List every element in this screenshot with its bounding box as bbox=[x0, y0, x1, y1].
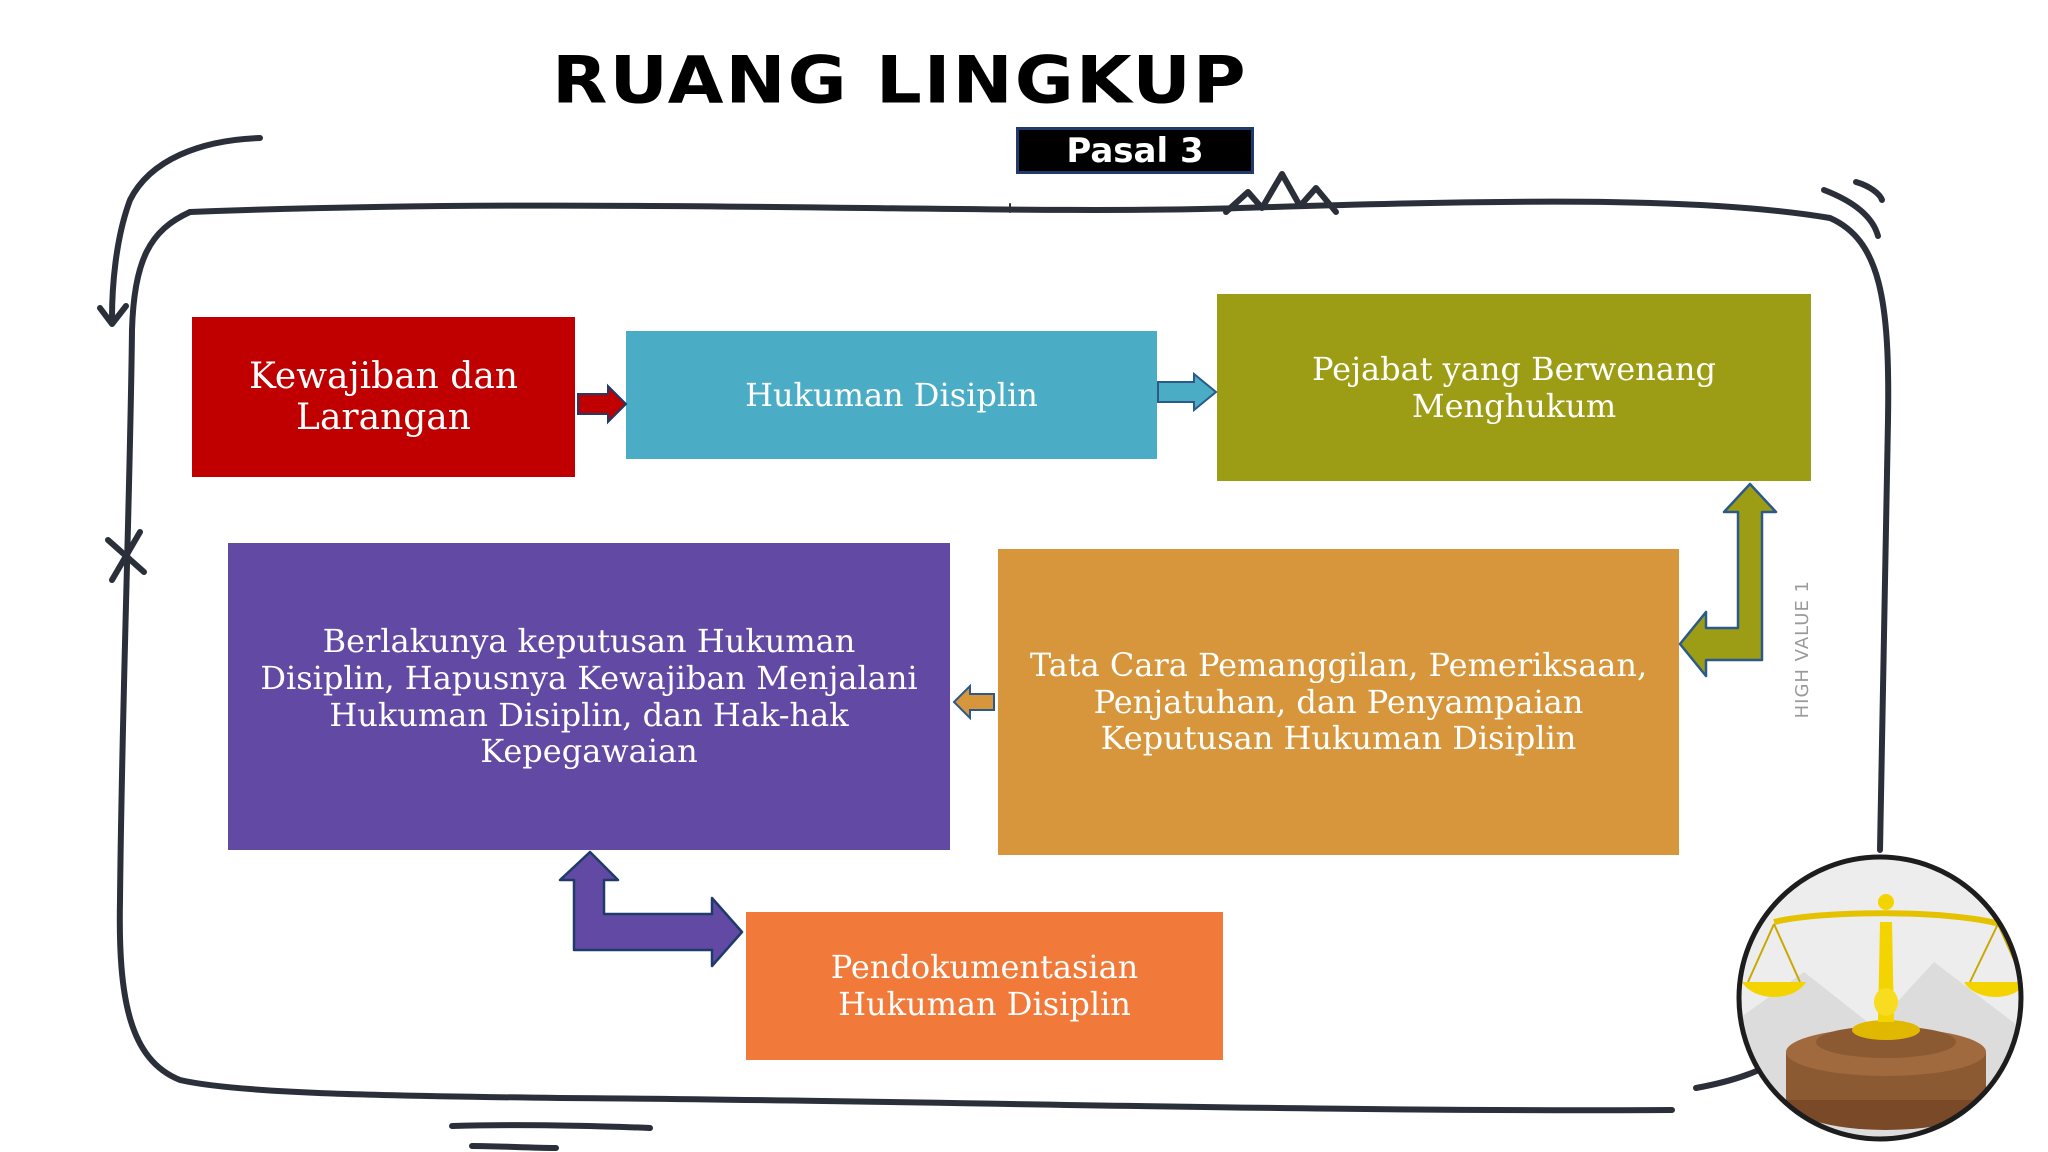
box-label: Hukuman Disiplin bbox=[745, 375, 1038, 414]
box-label: Pendokumentasian Hukuman Disiplin bbox=[830, 948, 1139, 1023]
pasal-badge: Pasal 3 bbox=[1016, 127, 1254, 174]
box-label: Kewajiban dan Larangan bbox=[248, 355, 518, 438]
bent-double-arrow-icon bbox=[1678, 482, 1778, 678]
box-hukuman-disiplin: Hukuman Disiplin bbox=[626, 331, 1157, 459]
page-title: RUANG LINGKUP bbox=[552, 42, 1248, 118]
justice-scale-icon bbox=[1736, 854, 2024, 1142]
box-berlakunya-keputusan: Berlakunya keputusan Hukuman Disiplin, H… bbox=[228, 543, 950, 850]
arrow-left-icon bbox=[952, 683, 995, 721]
box-label: Pejabat yang Berwenang Menghukum bbox=[1312, 349, 1716, 425]
arrow-right-icon bbox=[1157, 371, 1218, 413]
arrow-right-icon bbox=[577, 383, 628, 425]
box-label: Berlakunya keputusan Hukuman Disiplin, H… bbox=[260, 621, 918, 771]
box-pejabat-berwenang: Pejabat yang Berwenang Menghukum bbox=[1217, 294, 1811, 481]
box-kewajiban-larangan: Kewajiban dan Larangan bbox=[192, 317, 575, 477]
box-tata-cara: Tata Cara Pemanggilan, Pemeriksaan, Penj… bbox=[998, 549, 1679, 855]
box-pendokumentasian: Pendokumentasian Hukuman Disiplin bbox=[746, 912, 1223, 1060]
box-label: Tata Cara Pemanggilan, Pemeriksaan, Penj… bbox=[1029, 645, 1648, 758]
bent-double-arrow-icon bbox=[558, 850, 744, 968]
